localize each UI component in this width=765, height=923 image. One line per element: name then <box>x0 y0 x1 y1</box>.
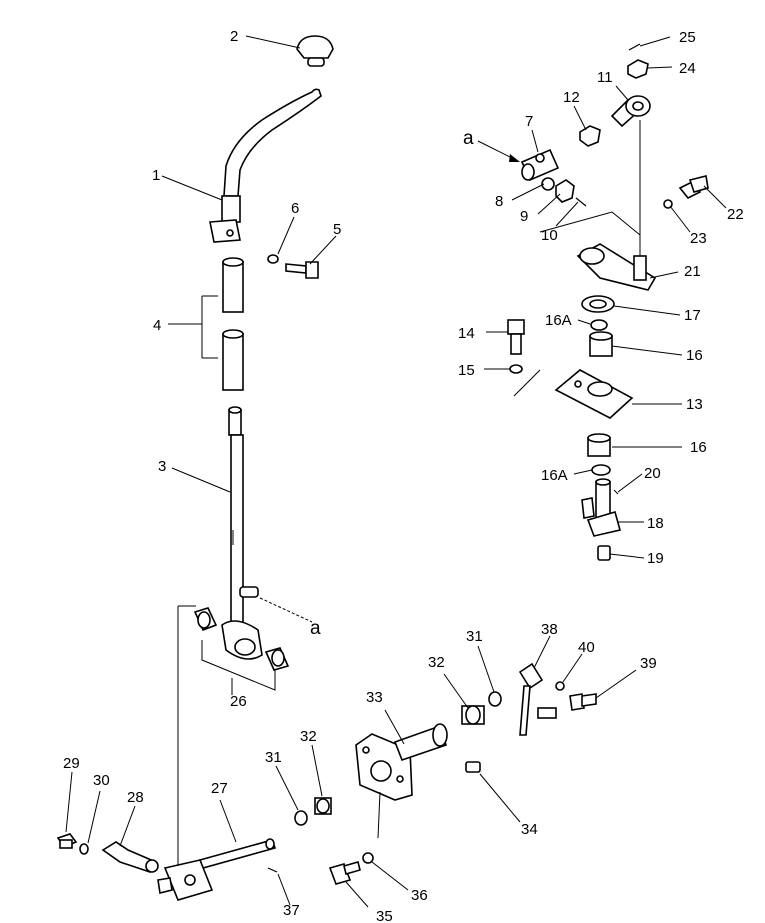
label-part-33: 33 <box>366 689 383 706</box>
bolt-part <box>285 261 319 279</box>
center-line <box>539 211 641 236</box>
label-part-21: 21 <box>684 263 701 280</box>
sleeve-part <box>222 257 244 391</box>
center-line <box>201 640 276 691</box>
label-part-37: 37 <box>283 902 300 919</box>
nut-part <box>56 833 78 849</box>
nut-part <box>555 179 575 203</box>
washer-part <box>509 364 523 374</box>
ball-joint-part <box>520 148 560 182</box>
washer-part <box>541 177 555 191</box>
label-part-20: 20 <box>644 465 661 482</box>
cotter-pin-part <box>628 43 641 51</box>
label-part-32-left: 32 <box>300 728 317 745</box>
label-part-34: 34 <box>521 821 538 838</box>
label-part-27: 27 <box>211 780 228 797</box>
knob-part <box>296 35 334 67</box>
cross-shaft-part <box>157 838 277 901</box>
link-part <box>101 841 159 873</box>
bushing-part <box>294 810 308 826</box>
label-part-23: 23 <box>690 230 707 247</box>
arm-part <box>518 662 557 736</box>
label-part-4: 4 <box>153 317 161 334</box>
washer-part <box>590 319 608 331</box>
center-line <box>513 369 541 397</box>
bushing-part <box>193 607 290 671</box>
pin-part <box>613 489 619 495</box>
label-part-22: 22 <box>727 206 744 223</box>
label-part-26: 26 <box>230 693 247 710</box>
washer-part <box>591 464 611 476</box>
washer-part <box>79 843 89 855</box>
pin-part <box>267 867 278 873</box>
bushing-part <box>461 705 485 725</box>
rod-end-part <box>610 95 651 128</box>
grease-fitting-part <box>465 761 481 773</box>
label-part-25: 25 <box>679 29 696 46</box>
label-part-3: 3 <box>158 458 166 475</box>
label-part-5: 5 <box>333 221 341 238</box>
bolt-part <box>507 319 525 355</box>
label-part-39: 39 <box>640 655 657 672</box>
bolt-part <box>328 861 361 885</box>
label-part-17: 17 <box>684 307 701 324</box>
cotter-pin-part <box>575 197 587 207</box>
label-part-14: 14 <box>458 325 475 342</box>
center-line <box>377 791 381 839</box>
grease-fitting-part <box>597 545 611 561</box>
label-part-38: 38 <box>541 621 558 638</box>
nut-part <box>579 125 601 147</box>
washer-part <box>362 852 374 864</box>
reference-arrow <box>259 140 520 623</box>
label-part-18: 18 <box>647 515 664 532</box>
bushing-part <box>488 691 502 707</box>
bracket-part <box>355 723 448 801</box>
label-part-35: 35 <box>376 908 393 923</box>
label-part-16-bottom: 16 <box>690 439 707 456</box>
label-part-31-right: 31 <box>466 628 483 645</box>
label-part-40: 40 <box>578 639 595 656</box>
label-part-36: 36 <box>411 887 428 904</box>
label-part-16-top: 16 <box>686 347 703 364</box>
label-part-2: 2 <box>230 28 238 45</box>
label-part-28: 28 <box>127 789 144 806</box>
lever-part <box>209 88 322 243</box>
label-part-16A-top: 16A <box>545 312 572 329</box>
label-part-29: 29 <box>63 755 80 772</box>
label-part-19: 19 <box>647 550 664 567</box>
label-part-16A-bottom: 16A <box>541 467 568 484</box>
bolt-part <box>678 175 709 200</box>
washer-part <box>555 681 565 691</box>
label-part-24: 24 <box>679 60 696 77</box>
label-part-9: 9 <box>520 208 528 225</box>
label-part-1: 1 <box>152 167 160 184</box>
label-ref-a-top: a <box>463 128 474 149</box>
leader-lines <box>65 35 727 908</box>
bushing-part <box>314 797 332 815</box>
label-part-10: 10 <box>541 227 558 244</box>
label-part-7: 7 <box>525 113 533 130</box>
bushing-part <box>587 433 611 457</box>
label-part-6: 6 <box>291 200 299 217</box>
label-part-8: 8 <box>495 193 503 210</box>
shaft-part <box>221 406 263 660</box>
lever-arm-part <box>576 235 657 291</box>
label-part-13: 13 <box>686 396 703 413</box>
label-part-15: 15 <box>458 362 475 379</box>
bolt-part <box>569 693 597 711</box>
bushing-part <box>589 331 613 357</box>
shaft-lever-part <box>581 478 621 537</box>
label-part-12: 12 <box>563 89 580 106</box>
label-part-11: 11 <box>597 69 613 86</box>
washer-part <box>267 254 279 264</box>
nut-part <box>627 59 649 79</box>
bracket-plate-part <box>554 369 634 419</box>
washer-part <box>581 295 615 313</box>
label-part-31-left: 31 <box>265 749 282 766</box>
label-part-32-right: 32 <box>428 654 445 671</box>
label-part-30: 30 <box>93 772 110 789</box>
label-ref-a-bottom: a <box>310 618 321 639</box>
